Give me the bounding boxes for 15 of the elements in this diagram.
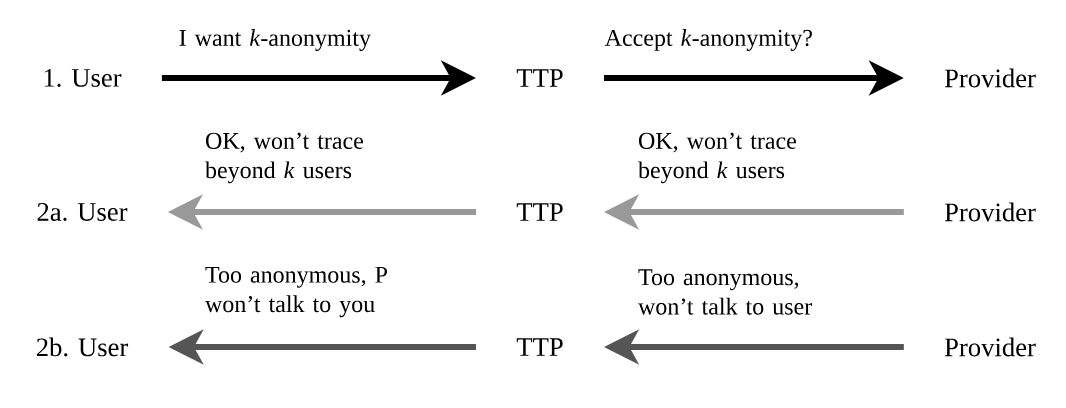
edge-label: Too anonymous, won’t talk to user: [638, 269, 812, 315]
node-label: Provider: [944, 337, 1036, 357]
edge-label: I want k-anonymity: [179, 29, 371, 51]
node-label: TTP: [516, 69, 563, 87]
edge-label: OK, won’t trace beyond k users: [205, 132, 363, 184]
edge-label: Accept k-anonymity?: [604, 29, 812, 51]
node-label: 1. User: [44, 69, 122, 87]
edge-label: OK, won’t trace beyond k users: [638, 132, 796, 184]
node-label: Provider: [944, 68, 1036, 88]
edge-label: Too anonymous, P won’t talk to you: [205, 266, 387, 318]
node-label: Provider: [944, 202, 1036, 222]
node-label: TTP: [516, 203, 563, 221]
node-label: TTP: [516, 338, 563, 356]
node-label: 2a. User: [37, 203, 128, 221]
node-label: 2b. User: [36, 337, 129, 357]
